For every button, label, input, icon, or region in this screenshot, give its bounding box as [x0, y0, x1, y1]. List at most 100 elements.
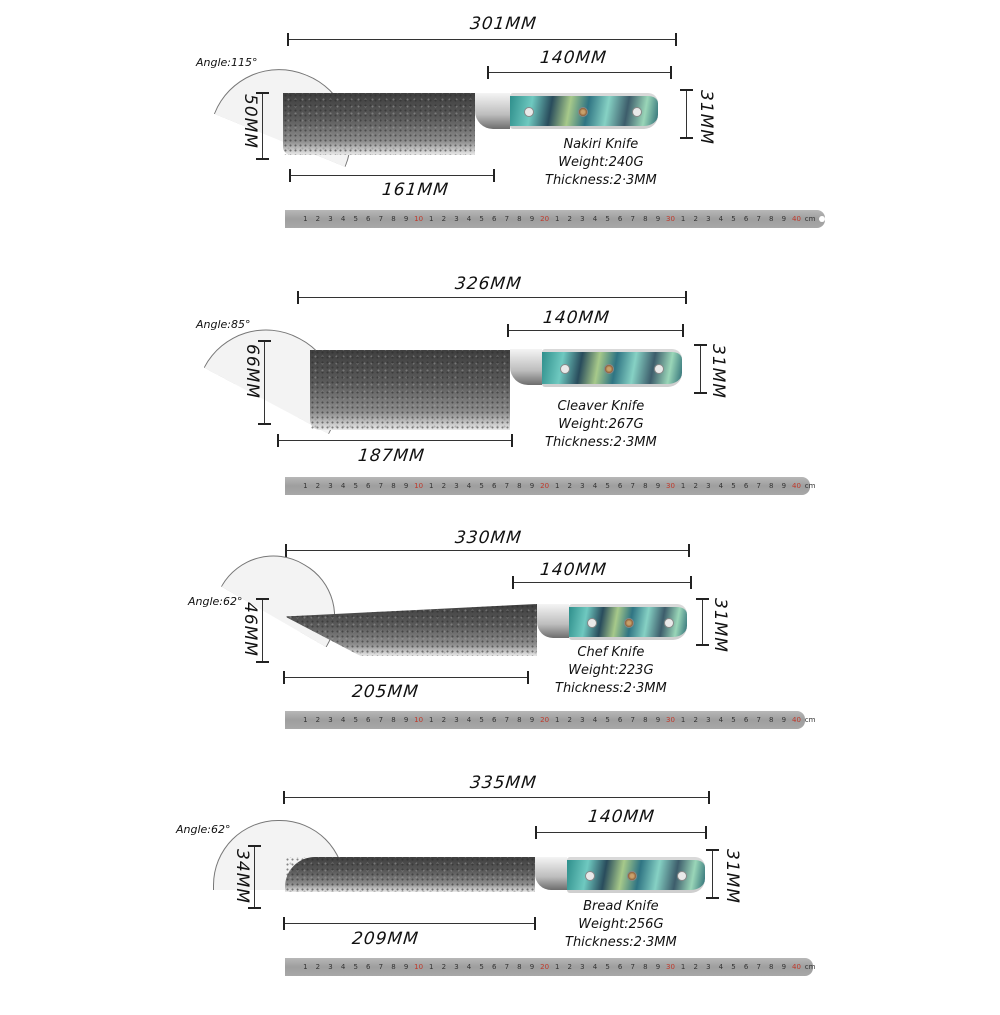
overall-length-label: 326MM — [453, 274, 523, 294]
ruler-tick-label: 1 — [429, 482, 434, 490]
ruler-unit-label: cm — [804, 215, 816, 223]
handle-height-label: 31MM — [710, 598, 730, 653]
ruler-tick-label: 1 — [680, 482, 686, 490]
ruler-tick-label: 2 — [567, 716, 572, 724]
ruler-tick-label: 2 — [441, 482, 447, 490]
knife-panel-chef: 330MM 140MM Angle:62° 46MM 31MM Chef Kni… — [0, 520, 1000, 770]
ruler-tick-label: 9 — [403, 215, 409, 223]
blade-height-label: 34MM — [232, 849, 252, 904]
rivet-icon — [524, 107, 534, 117]
overall-length-line — [297, 291, 687, 304]
knife-handle — [542, 349, 682, 387]
blade-length-line — [277, 434, 513, 447]
ruler-tick-label: 30 — [666, 963, 675, 971]
ruler-tick-label: 4 — [340, 482, 346, 490]
ruler-tick-label: 1 — [429, 215, 434, 223]
ruler-tick-label: 8 — [769, 963, 774, 971]
rivet-icon — [677, 871, 687, 881]
ruler-tick-label: 1 — [680, 963, 686, 971]
knife-weight: Weight:223G — [568, 663, 654, 678]
handle-height-line — [680, 89, 693, 139]
knife-info: Bread Knife Weight:256G Thickness:2·3MM — [565, 898, 677, 952]
ruler-tick-label: 7 — [630, 963, 635, 971]
ruler-tick-label: 1 — [554, 482, 560, 490]
ruler-tick-label: 4 — [340, 215, 346, 223]
ruler-tick-label: 7 — [630, 215, 635, 223]
ruler-tick-label: 6 — [491, 215, 497, 223]
ruler-tick-label: 7 — [378, 215, 384, 223]
ruler-tick-label: 7 — [504, 482, 510, 490]
rivet-icon — [654, 364, 664, 374]
overall-length-line — [283, 791, 710, 804]
ruler-tick-label: 8 — [643, 716, 648, 724]
ruler-tick-label: 10 — [414, 482, 424, 490]
ruler-tick-label: 9 — [655, 716, 661, 724]
ruler-tick-label: 6 — [743, 716, 749, 724]
knife-info: Nakiri Knife Weight:240G Thickness:2·3MM — [545, 136, 657, 190]
ruler-tick-label: 7 — [504, 963, 510, 971]
ruler-tick-label: 6 — [491, 482, 497, 490]
angle-label: Angle:115° — [196, 56, 258, 69]
ruler-tick-label: 9 — [781, 716, 787, 724]
handle-length-label: 140MM — [538, 560, 608, 580]
ruler-tick-label: 5 — [605, 963, 610, 971]
angle-label: Angle:62° — [188, 595, 243, 608]
ruler-tick-label: 1 — [303, 963, 308, 971]
ruler-tick-label: 7 — [756, 482, 761, 490]
ruler-tick-label: 9 — [655, 482, 661, 490]
handle-length-line — [535, 826, 707, 839]
knife-name: Nakiri Knife — [563, 137, 639, 152]
handle-length-label: 140MM — [538, 48, 608, 68]
handle-height-line — [694, 344, 707, 394]
ruler-tick-label: 8 — [643, 963, 648, 971]
ruler-tick-label: 6 — [366, 482, 371, 490]
ruler-tick-label: 3 — [454, 716, 459, 724]
knife-panel-cleaver: 326MM 140MM Angle:85° 66MM 31MM Cleaver … — [0, 260, 1000, 510]
knife-handle — [567, 857, 705, 893]
handle-length-line — [512, 576, 692, 589]
ruler-tick-label: 5 — [479, 963, 484, 971]
ruler-tick-label: 30 — [666, 215, 675, 223]
ruler-tick-label: 2 — [315, 963, 321, 971]
knife-name: Chef Knife — [577, 645, 645, 660]
ruler-tick-label: 20 — [540, 716, 550, 724]
ruler-tick-label: 4 — [718, 482, 724, 490]
ruler-tick-label: 6 — [743, 215, 749, 223]
ruler-tick-label: 9 — [529, 963, 535, 971]
ruler-tick-label: 8 — [517, 482, 522, 490]
ruler-tick-label: 30 — [666, 716, 675, 724]
mosaic-rivet-icon — [627, 871, 637, 881]
blade-length-label: 209MM — [350, 929, 420, 949]
ruler-tick-label: 9 — [403, 963, 409, 971]
blade-height-line — [248, 845, 261, 909]
rivet-icon — [664, 618, 674, 628]
ruler-tick-label: 8 — [643, 215, 648, 223]
ruler-tick-label: 8 — [391, 963, 396, 971]
ruler-tick-label: 10 — [414, 716, 424, 724]
ruler-tick-label: 5 — [605, 482, 610, 490]
blade-height-label: 66MM — [242, 344, 262, 399]
knife-weight: Weight:256G — [578, 917, 664, 932]
ruler-unit-label: cm — [804, 963, 816, 971]
handle-length-label: 140MM — [541, 308, 611, 328]
ruler-unit-label: cm — [804, 716, 816, 724]
knife-name: Bread Knife — [583, 899, 659, 914]
ruler-tick-label: 6 — [366, 215, 371, 223]
ruler-tick-label: 40 — [791, 482, 801, 490]
blade-height-line — [258, 340, 271, 425]
ruler-tick-label: 2 — [693, 482, 698, 490]
ruler-tick-label: 1 — [303, 482, 308, 490]
handle-length-label: 140MM — [586, 807, 656, 827]
ruler-tick-label: 5 — [731, 963, 736, 971]
overall-length-label: 335MM — [468, 773, 538, 793]
handle-length-line — [507, 324, 684, 337]
ruler-tick-label: 9 — [529, 482, 535, 490]
ruler-tick-label: 2 — [693, 963, 698, 971]
ruler-tick-label: 3 — [454, 963, 459, 971]
knife-thickness: Thickness:2·3MM — [545, 173, 657, 188]
ruler-tick-label: 2 — [567, 215, 572, 223]
ruler-tick-label: 40 — [791, 716, 801, 724]
knife-panel-nakiri: 301MM 140MM Angle:115° 50MM 31MM Nakiri … — [0, 0, 1000, 250]
